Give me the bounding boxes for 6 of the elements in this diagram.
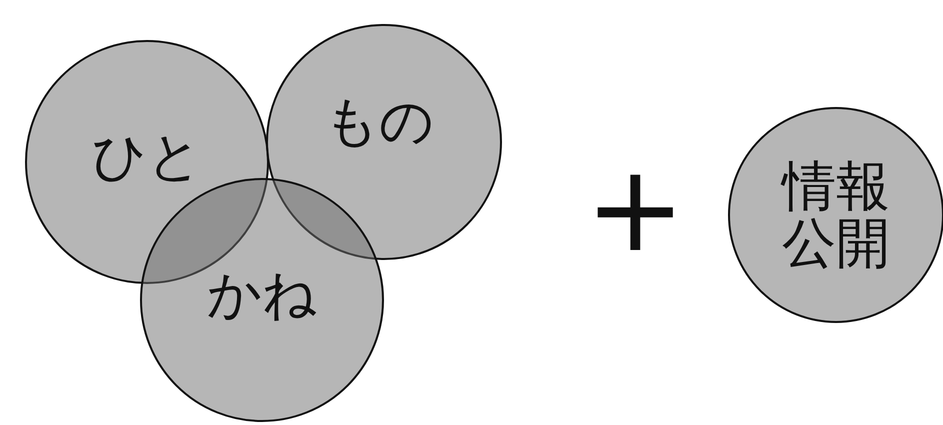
- circle-label: もの: [324, 94, 434, 150]
- circle-label: かね: [207, 266, 317, 324]
- circle-node: [266, 24, 502, 260]
- circle-label: ひと: [92, 128, 202, 186]
- circle-label: 情報公開: [780, 158, 891, 272]
- plus-sign: +: [585, 150, 686, 270]
